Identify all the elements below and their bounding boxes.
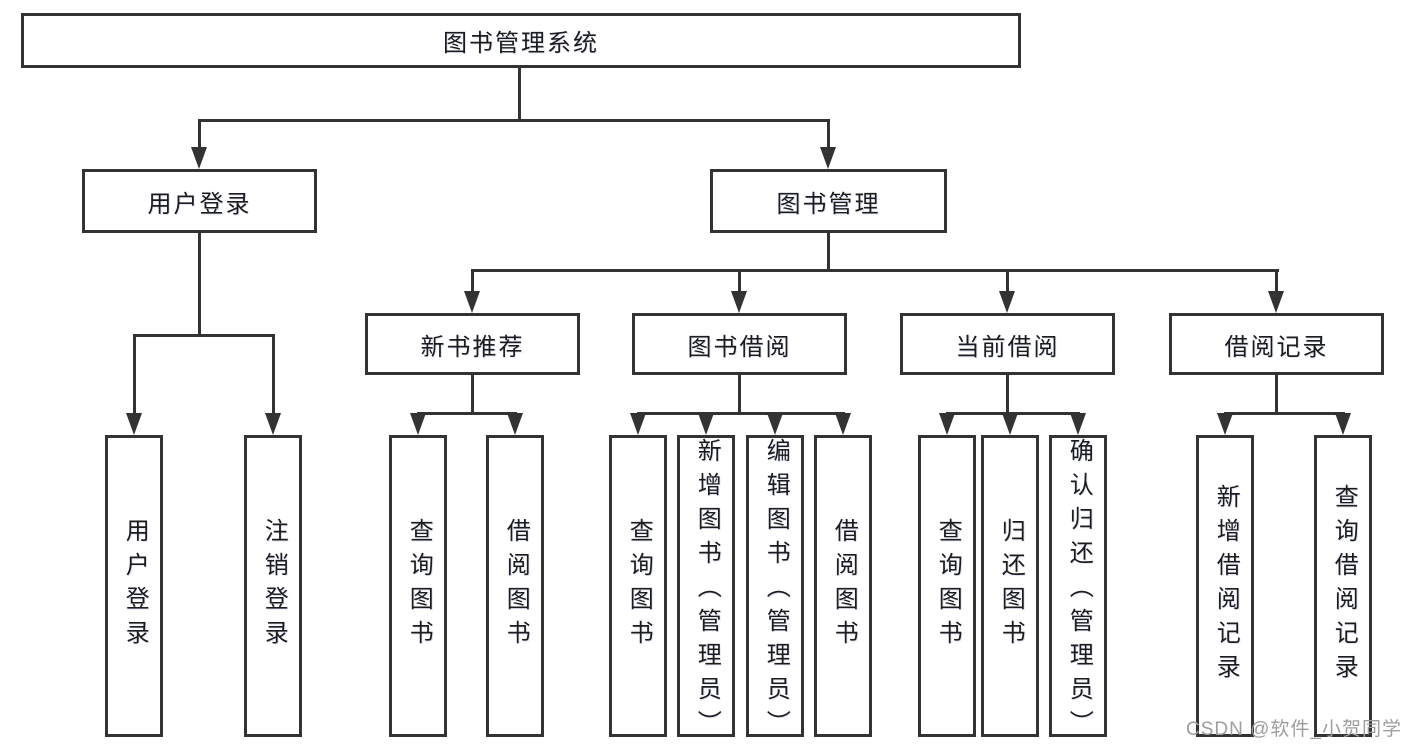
leaf-borrow-query-books: 查询图书 [609, 435, 667, 737]
node-book-management-label: 图书管理 [776, 190, 881, 218]
arrowhead-leaf-user-login [126, 413, 142, 435]
leaf-current-confirm-return-admin: 确认归还（管理员） [1049, 435, 1107, 744]
connector-level2-hline [471, 269, 1279, 272]
node-user-login: 用户登录 [82, 169, 317, 233]
arrowhead-recommend-borrow-books [507, 413, 523, 435]
leaf-recommend-borrow-books-label: 借阅图书 [502, 518, 530, 654]
connector-records-hline [1224, 412, 1345, 415]
leaf-current-return-books: 归还图书 [981, 435, 1039, 737]
connector-manage-stub [827, 233, 830, 272]
node-new-book-recommend: 新书推荐 [365, 313, 580, 375]
node-user-login-label: 用户登录 [147, 190, 252, 218]
connector-to-book-borrow [738, 269, 741, 291]
leaf-recommend-query-books: 查询图书 [389, 435, 447, 737]
arrowhead-borrow-add-books [698, 413, 714, 435]
connector-records-stub [1275, 375, 1278, 415]
leaf-borrow-add-books-admin: 新增图书（管理员） [677, 435, 735, 744]
node-root-label: 图书管理系统 [443, 30, 599, 57]
arrowhead-borrow-records [1268, 291, 1284, 313]
leaf-user-login: 用户登录 [105, 435, 163, 737]
arrowhead-current-borrow [999, 291, 1015, 313]
arrowhead-records-query-record [1335, 413, 1351, 435]
arrowhead-recommend-query-books [410, 413, 426, 435]
arrowhead-user-login [191, 147, 207, 169]
connector-to-leaf-user-login [133, 334, 136, 413]
arrowhead-borrow-borrow-books [835, 413, 851, 435]
leaf-borrow-add-books-admin-label: 新增图书（管理员） [693, 438, 721, 744]
node-root-library-system: 图书管理系统 [21, 13, 1021, 68]
leaf-current-return-books-label: 归还图书 [997, 518, 1025, 654]
node-current-borrow-label: 当前借阅 [955, 333, 1060, 361]
leaf-borrow-edit-books-admin: 编辑图书（管理员） [746, 435, 804, 744]
leaf-borrow-borrow-books-label: 借阅图书 [830, 518, 858, 654]
leaf-current-confirm-return-admin-label: 确认归还（管理员） [1065, 438, 1093, 744]
arrowhead-new-book-recommend [464, 291, 480, 313]
connector-user-hline [133, 334, 275, 337]
leaf-recommend-query-books-label: 查询图书 [405, 518, 433, 654]
connector-to-user-login [198, 119, 201, 147]
node-new-book-recommend-label: 新书推荐 [420, 333, 525, 361]
leaf-records-add-record-label: 新增借阅记录 [1212, 484, 1240, 688]
connector-to-leaf-logout [272, 334, 275, 413]
connector-user-stub [198, 233, 201, 336]
node-borrow-records: 借阅记录 [1169, 313, 1384, 375]
connector-to-new-book-recommend [471, 269, 474, 291]
leaf-records-query-record-label: 查询借阅记录 [1330, 484, 1358, 688]
leaf-borrow-query-books-label: 查询图书 [625, 518, 653, 654]
connector-to-borrow-records [1275, 269, 1278, 291]
connector-recommend-hline [417, 412, 517, 415]
connector-borrow-stub [738, 375, 741, 415]
arrowhead-borrow-edit-books [767, 413, 783, 435]
leaf-records-add-record: 新增借阅记录 [1196, 435, 1254, 737]
node-current-borrow: 当前借阅 [900, 313, 1115, 375]
arrowhead-book-management [820, 147, 836, 169]
csdn-watermark: CSDN @软件_小贺同学 [1186, 719, 1402, 740]
leaf-recommend-borrow-books: 借阅图书 [486, 435, 544, 737]
arrowhead-records-add-record [1217, 413, 1233, 435]
connector-root-stub [518, 68, 521, 120]
connector-level1-hline [198, 119, 830, 122]
node-book-borrow-label: 图书借阅 [687, 333, 792, 361]
arrowhead-current-confirm-return [1070, 413, 1086, 435]
arrowhead-current-return-books [1002, 413, 1018, 435]
leaf-current-query-books-label: 查询图书 [934, 518, 962, 654]
arrowhead-leaf-logout [265, 413, 281, 435]
connector-to-current-borrow [1006, 269, 1009, 291]
arrowhead-current-query-books [939, 413, 955, 435]
connector-current-stub [1006, 375, 1009, 415]
node-book-management: 图书管理 [710, 169, 947, 233]
node-book-borrow: 图书借阅 [632, 313, 847, 375]
leaf-logout-label: 注销登录 [260, 518, 288, 654]
leaf-borrow-edit-books-admin-label: 编辑图书（管理员） [762, 438, 790, 744]
leaf-logout: 注销登录 [244, 435, 302, 737]
connector-borrow-hline [637, 412, 845, 415]
leaf-user-login-label: 用户登录 [121, 518, 149, 654]
node-borrow-records-label: 借阅记录 [1224, 333, 1329, 361]
leaf-borrow-borrow-books: 借阅图书 [814, 435, 872, 737]
connector-to-book-management [827, 119, 830, 147]
arrowhead-book-borrow [731, 291, 747, 313]
leaf-current-query-books: 查询图书 [918, 435, 976, 737]
arrowhead-borrow-query-books [630, 413, 646, 435]
leaf-records-query-record: 查询借阅记录 [1314, 435, 1372, 737]
connector-recommend-stub [471, 375, 474, 415]
